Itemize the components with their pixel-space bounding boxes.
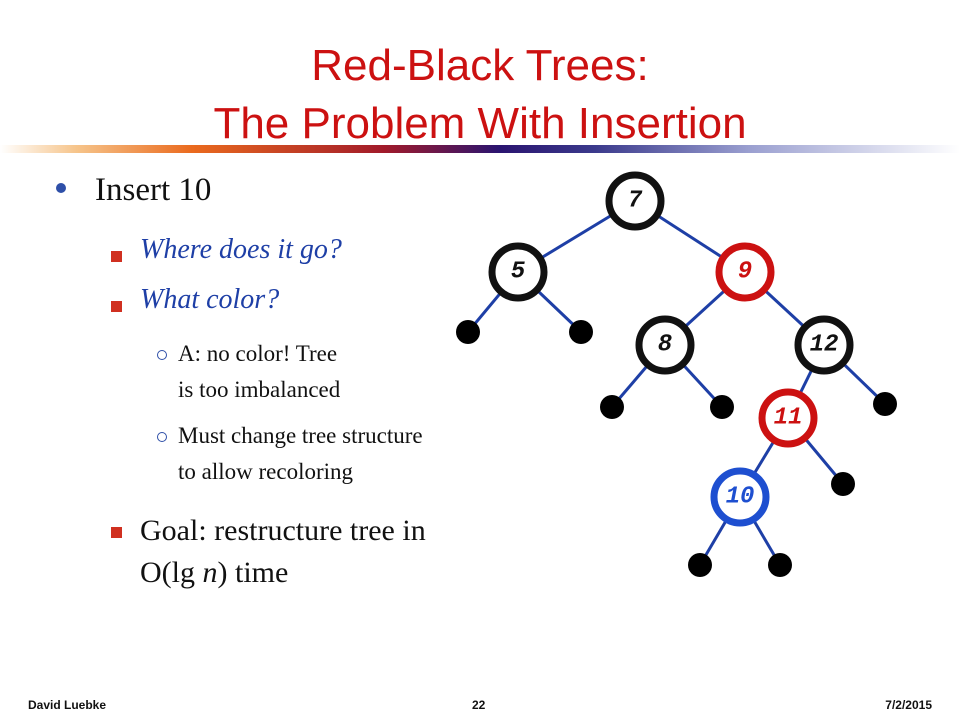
square-bullet-icon — [111, 527, 122, 538]
answer-line1: A: no color! Tree — [178, 341, 338, 366]
nil-leaf — [768, 553, 792, 577]
nil-leaf — [600, 395, 624, 419]
tree-node-circle — [794, 315, 854, 375]
tree-node-8: 8 — [635, 315, 695, 375]
bullet-dot-icon — [56, 183, 66, 193]
square-bullet-icon — [111, 251, 122, 262]
square-bullet-icon — [111, 301, 122, 312]
nil-leaf — [569, 320, 593, 344]
footer-page-number: 22 — [472, 698, 486, 712]
tree-node-label: 11 — [774, 405, 803, 432]
tree-nil-leaves — [456, 320, 897, 577]
tree-node-12: 12 — [794, 315, 854, 375]
answer-line2: is too imbalanced — [178, 377, 341, 402]
tree-node-11: 11 — [758, 388, 818, 448]
nil-leaf — [456, 320, 480, 344]
tree-node-10: 10 — [710, 467, 770, 527]
nil-leaf — [873, 392, 897, 416]
tree-node-label: 7 — [628, 188, 643, 215]
tree-node-circle — [635, 315, 695, 375]
subbullet-color: What color? — [140, 284, 280, 315]
goal-line1: Goal: restructure tree in — [140, 514, 426, 547]
tree-node-label: 8 — [658, 332, 672, 359]
goal-var: n — [202, 556, 218, 589]
tree-node-label: 9 — [738, 259, 752, 286]
tree-node-circle — [488, 242, 548, 302]
tree-node-label: 12 — [810, 332, 839, 359]
must-change-line1: Must change tree structure — [178, 423, 423, 448]
tree-node-5: 5 — [488, 242, 548, 302]
subbullet-where: Where does it go? — [140, 234, 342, 265]
must-change-line2: to allow recoloring — [178, 459, 354, 484]
nil-leaf — [831, 472, 855, 496]
tree-node-7: 7 — [605, 171, 665, 231]
tree-node-label: 5 — [511, 259, 526, 286]
bullet-insert: Insert 10 — [95, 172, 212, 208]
footer-author: David Luebke — [28, 698, 107, 712]
goal-suffix: ) time — [217, 556, 289, 589]
goal-text: Goal: restructure tree in O(lg n) time — [140, 510, 520, 594]
ring-bullet-icon — [157, 350, 167, 360]
slide-title-line2: The Problem With Insertion — [213, 99, 747, 148]
tree-node-circle — [715, 242, 775, 302]
tree-node-circle — [758, 388, 818, 448]
tree-node-circle — [710, 467, 770, 527]
ring-bullet-icon — [157, 432, 167, 442]
goal-prefix: O(lg — [140, 556, 203, 589]
nil-leaf — [688, 553, 712, 577]
slide-title-line1: Red-Black Trees: — [311, 41, 649, 90]
tree-node-label: 10 — [726, 484, 755, 511]
tree-nodes: 7 5 9 8 12 11 10 — [488, 171, 854, 527]
nil-leaf — [710, 395, 734, 419]
footer-date: 7/2/2015 — [885, 698, 932, 712]
title-gradient-rule — [0, 145, 960, 153]
tree-node-circle — [605, 171, 665, 231]
goal-line2: O(lg n) time — [140, 552, 520, 594]
tree-node-9: 9 — [715, 242, 775, 302]
